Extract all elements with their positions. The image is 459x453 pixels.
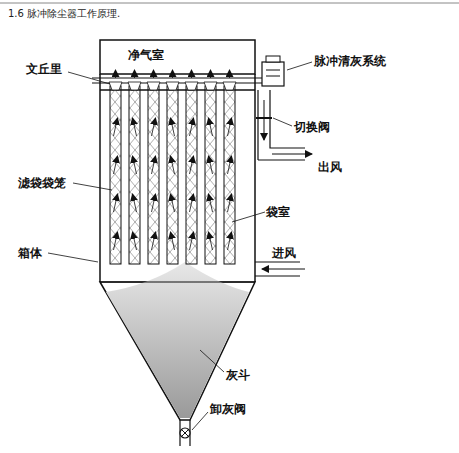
part-label: 文丘里 — [26, 62, 62, 76]
airflow-arrow — [171, 118, 175, 136]
filter-bag — [167, 86, 178, 264]
part-label: 滤袋袋笼 — [18, 176, 66, 190]
filter-bag — [186, 86, 197, 264]
airflow-arrow — [171, 232, 175, 250]
airflow-arrow — [210, 70, 211, 78]
flow-label: 出风 — [318, 160, 342, 174]
airflow-arrow — [153, 70, 154, 78]
part-label: 灰斗 — [226, 368, 250, 382]
venturi — [147, 82, 160, 90]
airflow-arrow — [209, 156, 213, 174]
airflow-arrow — [133, 194, 137, 212]
filter-bag — [148, 86, 159, 264]
airflow-arrow — [190, 118, 194, 136]
airflow-arrow — [190, 232, 194, 250]
part-label: 净气室 — [128, 48, 164, 62]
airflow-arrow — [228, 194, 232, 212]
airflow-arrow — [133, 232, 137, 250]
venturi — [128, 82, 141, 90]
airflow-arrow — [229, 70, 230, 78]
airflow-arrow — [152, 156, 156, 174]
airflow-arrow — [114, 232, 118, 250]
airflow-arrow — [172, 70, 173, 78]
airflow-arrow — [209, 118, 213, 136]
airflow-arrow — [228, 118, 232, 136]
airflow-arrow — [171, 156, 175, 174]
flow-label: 进风 — [272, 246, 296, 260]
airflow-arrow — [133, 156, 137, 174]
airflow-arrow — [171, 194, 175, 212]
airflow-arrow — [134, 70, 135, 78]
venturi — [204, 82, 217, 90]
airflow-arrow — [190, 156, 194, 174]
airflow-arrow — [133, 118, 137, 136]
title: 1.6 脉冲除尘器工作原理. — [8, 8, 120, 20]
filter-bag — [224, 86, 235, 264]
part-label: 切换阀 — [294, 120, 330, 134]
filter-bag — [110, 86, 121, 264]
venturi — [185, 82, 198, 90]
airflow-arrow — [114, 156, 118, 174]
part-label: 袋室 — [266, 205, 290, 219]
airflow-arrow — [152, 118, 156, 136]
airflow-arrow — [190, 194, 194, 212]
airflow-arrow — [114, 194, 118, 212]
airflow-arrow — [114, 118, 118, 136]
airflow-arrow — [209, 232, 213, 250]
part-label: 箱体 — [18, 246, 42, 260]
part-label: 卸灰阀 — [210, 402, 246, 416]
airflow-arrow — [152, 194, 156, 212]
venturi — [166, 82, 179, 90]
part-label: 脉冲清灰系统 — [314, 54, 386, 68]
filter-bag — [205, 86, 216, 264]
airflow-arrow — [228, 232, 232, 250]
airflow-arrow — [115, 70, 116, 78]
airflow-arrow — [191, 70, 192, 78]
venturi — [223, 82, 236, 90]
airflow-arrow — [209, 194, 213, 212]
filter-bag — [129, 86, 140, 264]
airflow-arrow — [152, 232, 156, 250]
venturi — [109, 82, 122, 90]
airflow-arrow — [228, 156, 232, 174]
